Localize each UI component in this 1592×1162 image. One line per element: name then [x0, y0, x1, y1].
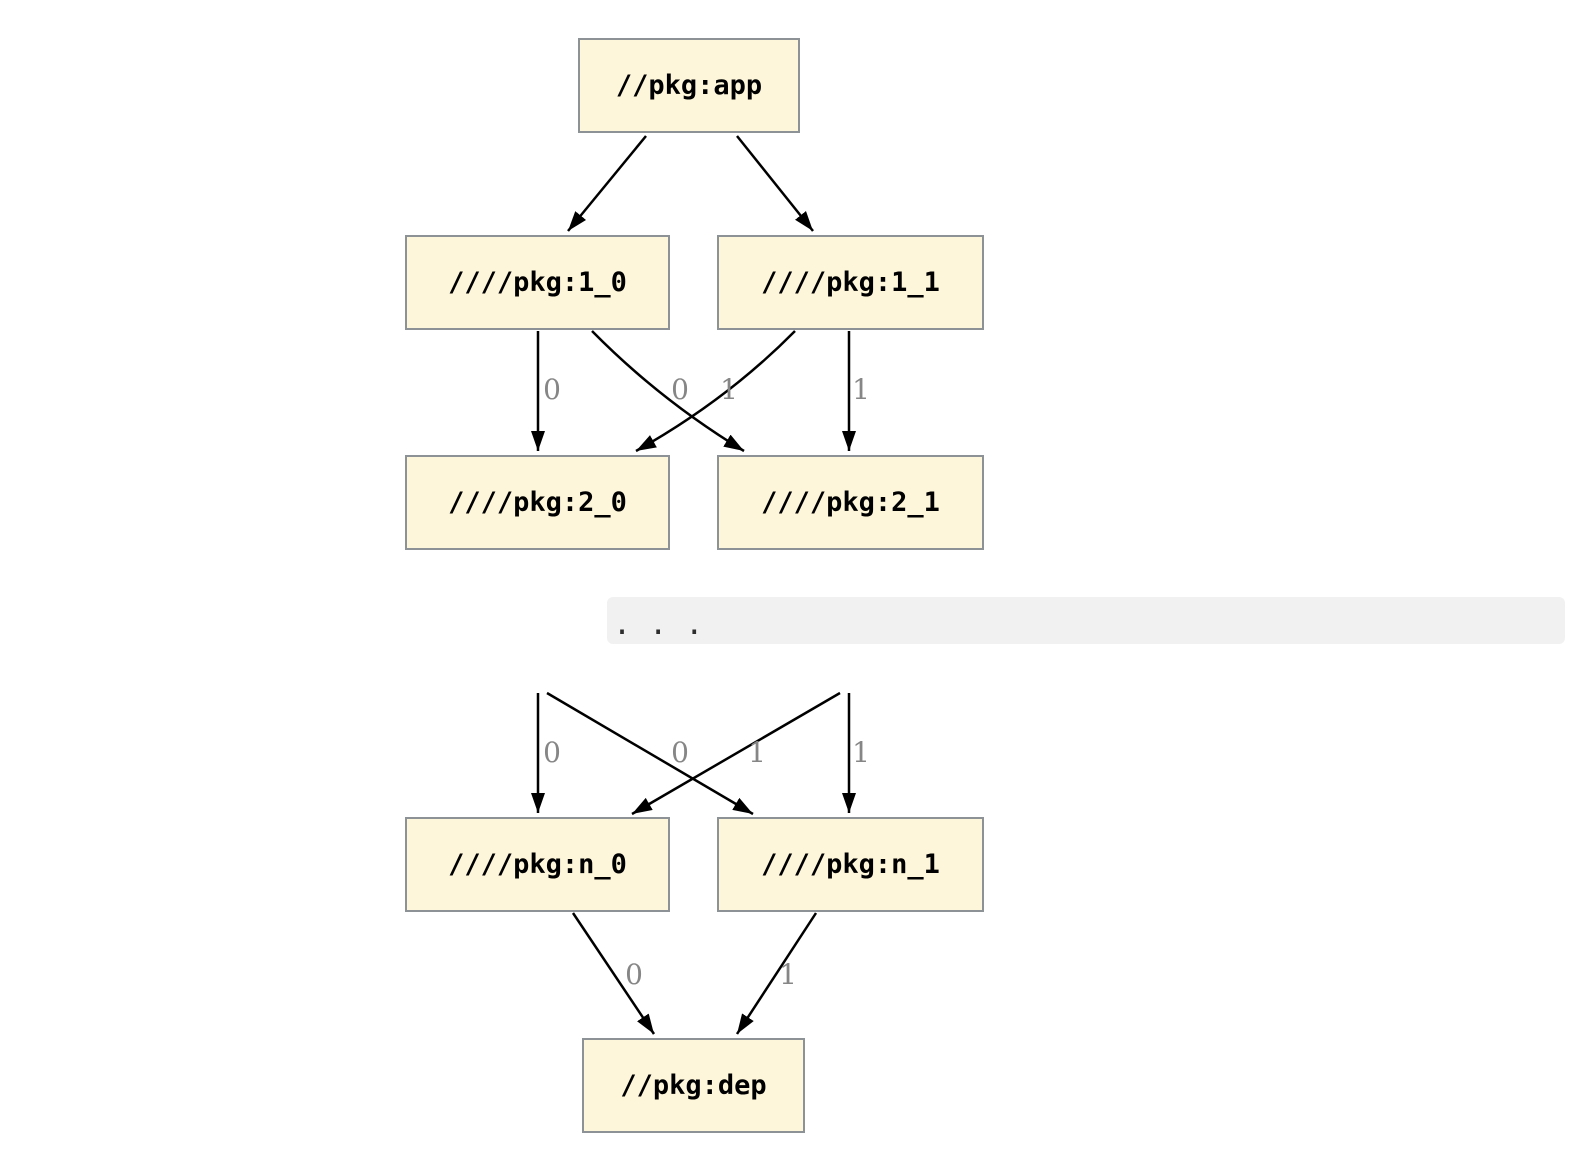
node-pkg-n_1: ////pkg:n_1 — [717, 817, 984, 912]
node-pkg-2_0: ////pkg:2_0 — [405, 455, 670, 550]
node-pkg-2_0-label: ////pkg:2_0 — [448, 487, 627, 518]
edge-label-to-n_1-straight: 1 — [852, 736, 870, 769]
edge-dots-to-n_1-cross — [546, 691, 754, 816]
edge-app-to-1_0 — [567, 135, 647, 232]
node-pkg-app: //pkg:app — [578, 38, 800, 133]
node-pkg-n_0: ////pkg:n_0 — [405, 817, 670, 912]
edge-label-1_1-to-2_1: 1 — [852, 373, 870, 406]
edge-label-to-n_1-cross: 1 — [748, 736, 766, 769]
ellipsis-code-bar: . . . — [607, 597, 1565, 644]
edge-label-n_1-to-dep: 1 — [779, 958, 797, 991]
node-pkg-n_1-label: ////pkg:n_1 — [761, 849, 940, 880]
node-pkg-1_0: ////pkg:1_0 — [405, 235, 670, 330]
edge-1_0-to-2_1 — [591, 330, 745, 453]
edge-n_1-to-dep — [735, 912, 818, 1035]
edge-label-1_0-to-2_1: 1 — [720, 373, 738, 406]
node-pkg-2_1: ////pkg:2_1 — [717, 455, 984, 550]
node-pkg-n_0-label: ////pkg:n_0 — [448, 849, 627, 880]
edge-label-to-n_0-straight: 0 — [543, 736, 561, 769]
edge-n_0-to-dep — [571, 912, 656, 1035]
edge-label-n_0-to-dep: 0 — [625, 958, 643, 991]
node-pkg-1_1-label: ////pkg:1_1 — [761, 267, 940, 298]
node-pkg-2_1-label: ////pkg:2_1 — [761, 487, 940, 518]
edge-label-1_0-to-2_0: 0 — [543, 373, 561, 406]
node-pkg-dep: //pkg:dep — [582, 1038, 805, 1133]
edge-label-1_1-to-2_0: 0 — [671, 373, 689, 406]
edge-dots-to-n_0-cross — [631, 691, 841, 816]
edge-label-to-n_0-cross: 0 — [671, 736, 689, 769]
node-pkg-dep-label: //pkg:dep — [620, 1070, 767, 1101]
edge-app-to-1_1 — [736, 135, 814, 232]
node-pkg-app-label: //pkg:app — [615, 70, 763, 101]
ellipsis-text: . . . — [613, 607, 704, 642]
node-pkg-1_1: ////pkg:1_1 — [717, 235, 984, 330]
node-pkg-1_0-label: ////pkg:1_0 — [448, 267, 627, 298]
edge-1_1-to-2_0 — [635, 330, 796, 453]
